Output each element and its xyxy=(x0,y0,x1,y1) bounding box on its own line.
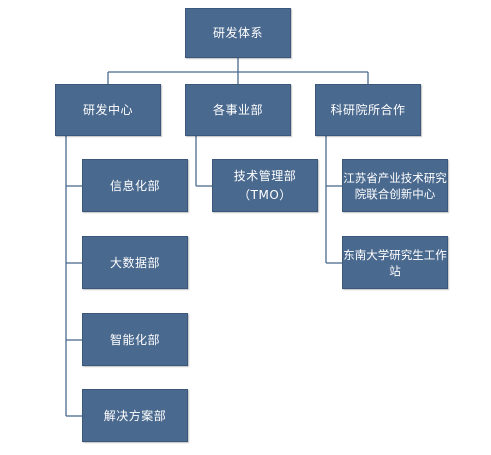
unit-label-line1: 江苏省产业技术研究 xyxy=(343,170,447,185)
unit-node-information: 信息化部 xyxy=(82,159,188,212)
root-label: 研发体系 xyxy=(212,26,263,40)
dept-node-research-center: 研发中心 xyxy=(55,84,161,136)
unit-node-seu-graduate-station: 东南大学研究生工作 站 xyxy=(342,236,448,289)
unit-node-intelligence: 智能化部 xyxy=(82,313,188,366)
unit-label-line2: 院联合创新中心 xyxy=(354,186,436,201)
unit-node-tech-management: 技术管理部 （TMO） xyxy=(212,159,318,212)
dept-label: 各事业部 xyxy=(212,103,263,117)
unit-label: 信息化部 xyxy=(109,178,160,193)
unit-node-solutions: 解决方案部 xyxy=(82,389,188,442)
unit-label: 解决方案部 xyxy=(103,408,167,423)
unit-label-line1: 技术管理部 xyxy=(233,169,297,183)
unit-label: 大数据部 xyxy=(109,255,160,270)
unit-label-line2: （TMO） xyxy=(238,188,292,202)
dept-label: 科研院所合作 xyxy=(330,103,406,117)
dept-node-business-units: 各事业部 xyxy=(185,84,291,136)
unit-node-big-data: 大数据部 xyxy=(82,236,188,289)
root-node: 研发体系 xyxy=(185,8,291,58)
unit-node-jiangsu-innovation-center: 江苏省产业技术研究 院联合创新中心 xyxy=(342,159,448,212)
dept-node-institute-cooperation: 科研院所合作 xyxy=(315,84,421,136)
unit-label: 智能化部 xyxy=(109,332,160,347)
dept-label: 研发中心 xyxy=(82,103,133,117)
unit-label-line1: 东南大学研究生工作 xyxy=(343,247,447,262)
unit-label-line2: 站 xyxy=(389,263,401,278)
